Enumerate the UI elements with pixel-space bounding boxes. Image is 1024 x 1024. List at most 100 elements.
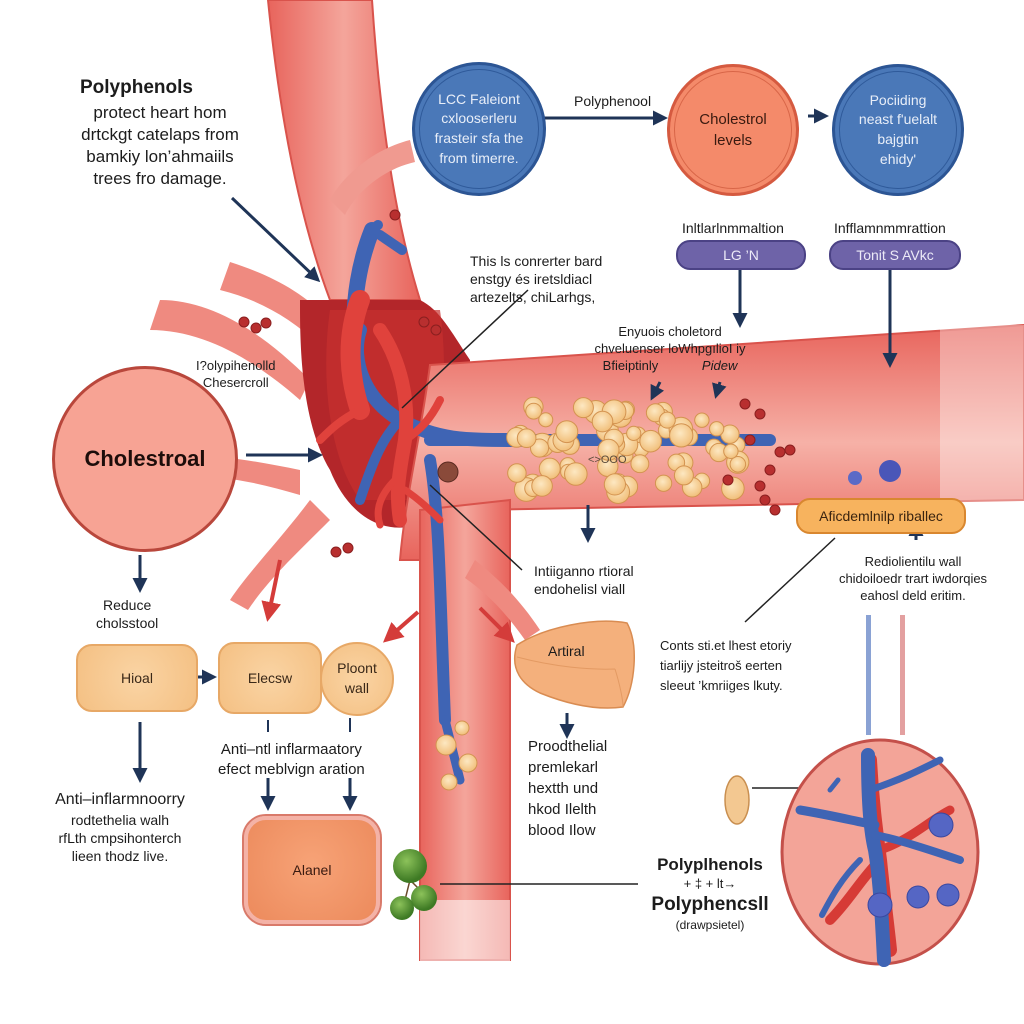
red-blood-cell: [754, 408, 766, 420]
plaque-note-line-3: Bfieiptinly Pidew: [580, 358, 760, 375]
endo-health-line: premlekarl: [528, 759, 599, 776]
plaque-note-line: Enyuois choletord: [618, 324, 722, 339]
artiral-shape: [513, 620, 635, 709]
cholesterol-line: Cholestrol: [699, 111, 767, 128]
plaque-cell: [564, 462, 588, 486]
red-blood-cell: [774, 446, 786, 458]
inflammation-pill-2: Tonit S AVkc: [829, 240, 961, 270]
endo-health-line: blood Ilow: [528, 822, 596, 839]
plaque-note-word: Pidew: [701, 357, 738, 373]
lung-illustration: [780, 738, 980, 967]
left-label-line: I?olypihenolld: [196, 358, 276, 373]
endothelial-line: endohelisl viall: [534, 581, 626, 598]
elecsw-tile: Elecsw: [218, 642, 322, 714]
mid-note-line: sleeut ’kmriiges lkuty.: [660, 678, 783, 694]
red-blood-cell: [342, 542, 354, 554]
red-blood-cell: [769, 504, 781, 516]
reduce-line: Reduce: [103, 597, 152, 613]
plaque-deposit: [506, 396, 750, 504]
red-blood-cell: [260, 317, 272, 329]
plaque-cell: [673, 465, 694, 486]
endothelial-wall-label: Intiiganno rtioral endohelisl viall: [534, 562, 634, 598]
red-blood-cells: [238, 209, 796, 558]
anti-left-line: rodtethelia walh: [70, 811, 170, 828]
red-blood-cell: [759, 494, 771, 506]
intro-line: bamkiy lon’ahmaiils: [86, 147, 234, 167]
endothelial-line: Intiiganno rtioral: [534, 563, 634, 579]
plaque-cell: [669, 423, 694, 448]
plaque-cell: [597, 438, 620, 461]
bottom-sub: (drawpsietel): [675, 917, 745, 932]
cholesterol-main-circle: Cholestroal: [52, 366, 238, 552]
artiral-label: Artiral: [548, 643, 585, 659]
intro-line: trees fro damage.: [93, 169, 227, 189]
plaque-cell: [603, 473, 627, 496]
plaque-cell: [529, 438, 550, 458]
endothelial-health-text: Proodthelial premlekarl hextth und hkod …: [528, 736, 607, 841]
polyphenol-berries-icon: [390, 849, 437, 920]
result-line: bajgtin: [877, 131, 919, 147]
plaque-cell: [531, 475, 553, 497]
plaque-note-word: Bfieiptinly: [602, 357, 659, 373]
connector-lines: [866, 615, 905, 735]
inflammation-heading-1: Inltlarlnmmaltion: [682, 220, 784, 236]
plaque-cell: [723, 443, 739, 459]
red-blood-cell: [744, 434, 756, 446]
inflammation-heading-2: Infflamnmmrattion: [834, 220, 946, 236]
center-callout: This ls conrerter bard enstgy és iretsld…: [470, 252, 602, 307]
intro-line: protect heart hom: [93, 103, 227, 122]
anti-inflammatory-center: Anti–ntl inflarmaatory efect meblvign ar…: [218, 740, 365, 779]
plaque-cell: [507, 463, 527, 483]
plaque-note-line: chveluenser loWhpgılioI iy: [594, 340, 746, 356]
plaque-cell: [654, 474, 673, 492]
alanel-tile: Alanel: [242, 814, 382, 926]
plaque-cell: [630, 454, 650, 474]
plaque-cell: [729, 456, 747, 473]
anti-inflammatory-left: Anti–inflarmnoorry rodtethelia walh rfLt…: [22, 790, 218, 865]
mid-note: Conts sti.et lhest etoriy tiarlijy jstei…: [660, 636, 792, 696]
reduce-cholesterol-label: Reduce cholsstool: [96, 596, 158, 632]
plaque-cell: [538, 412, 554, 428]
red-blood-cell: [764, 464, 776, 476]
endo-health-line: hkod Ilelth: [528, 801, 597, 818]
left-label-line: Chesercroll: [202, 374, 269, 390]
red-blood-cell: [250, 322, 262, 334]
clot-icon: [437, 461, 459, 483]
bottom-symbols: + ‡ + lt→: [683, 876, 737, 892]
plaque-center-text: <>OOO: [588, 454, 627, 466]
ldl-line: frasteir sfa the: [434, 130, 524, 146]
red-blood-cell: [389, 209, 401, 221]
ldl-circle: LCC Faleiont cxlooserleru frasteir sfa t…: [412, 62, 546, 196]
cholesterol-levels-circle: Cholestrol levels: [667, 64, 799, 196]
plount-line: Ploont: [337, 660, 377, 677]
anti-center-line: efect meblvign aration: [218, 760, 365, 778]
intro-text: protect heart hom drtckgt catelaps from …: [60, 102, 260, 190]
anti-left-title: Anti–inflarmnoorry: [55, 791, 185, 808]
right-note-line: chidoiloedr trart iwdorqies: [838, 570, 988, 586]
red-blood-cell: [722, 474, 734, 486]
mid-note-line: tiarlijy jsteitroš eerten: [660, 658, 783, 674]
lower-vessel-cells: [435, 720, 478, 791]
reduce-line: cholsstool: [96, 615, 159, 632]
right-note-line: Rediolientilu wall: [864, 554, 962, 569]
bottom-polyphenols-block: Polyplhenols + ‡ + lt→ Polyphencsll (dra…: [640, 854, 780, 933]
endo-health-line: hextth und: [528, 780, 599, 797]
result-line: Pociiding: [869, 91, 927, 108]
polyphenol-cholesterol-label: I?olypihenolld Chesercroll: [196, 358, 276, 392]
plaque-cell: [694, 412, 710, 428]
intro-line: drtckgt catelaps from: [81, 125, 239, 145]
intro-title: Polyphenols: [80, 77, 193, 98]
red-blood-cell: [430, 324, 442, 336]
red-arrows: [261, 559, 515, 643]
result-line: ehidy': [879, 150, 917, 167]
ldl-line: cxlooserleru: [441, 110, 517, 127]
plaque-cell: [525, 402, 543, 420]
callout-line: enstgy és iretsldiacl: [470, 271, 593, 288]
plaque-note: Enyuois choletord chveluenser loWhpgılio…: [580, 324, 760, 375]
hioal-tile: Hioal: [76, 644, 198, 712]
mid-note-line: Conts sti.et lhest etoriy: [660, 638, 792, 653]
plount-wall-tile: Ploont wall: [320, 642, 394, 716]
plaque-cell: [572, 397, 594, 419]
arterial-tree: [316, 290, 444, 529]
capsule-icon: [724, 775, 750, 825]
